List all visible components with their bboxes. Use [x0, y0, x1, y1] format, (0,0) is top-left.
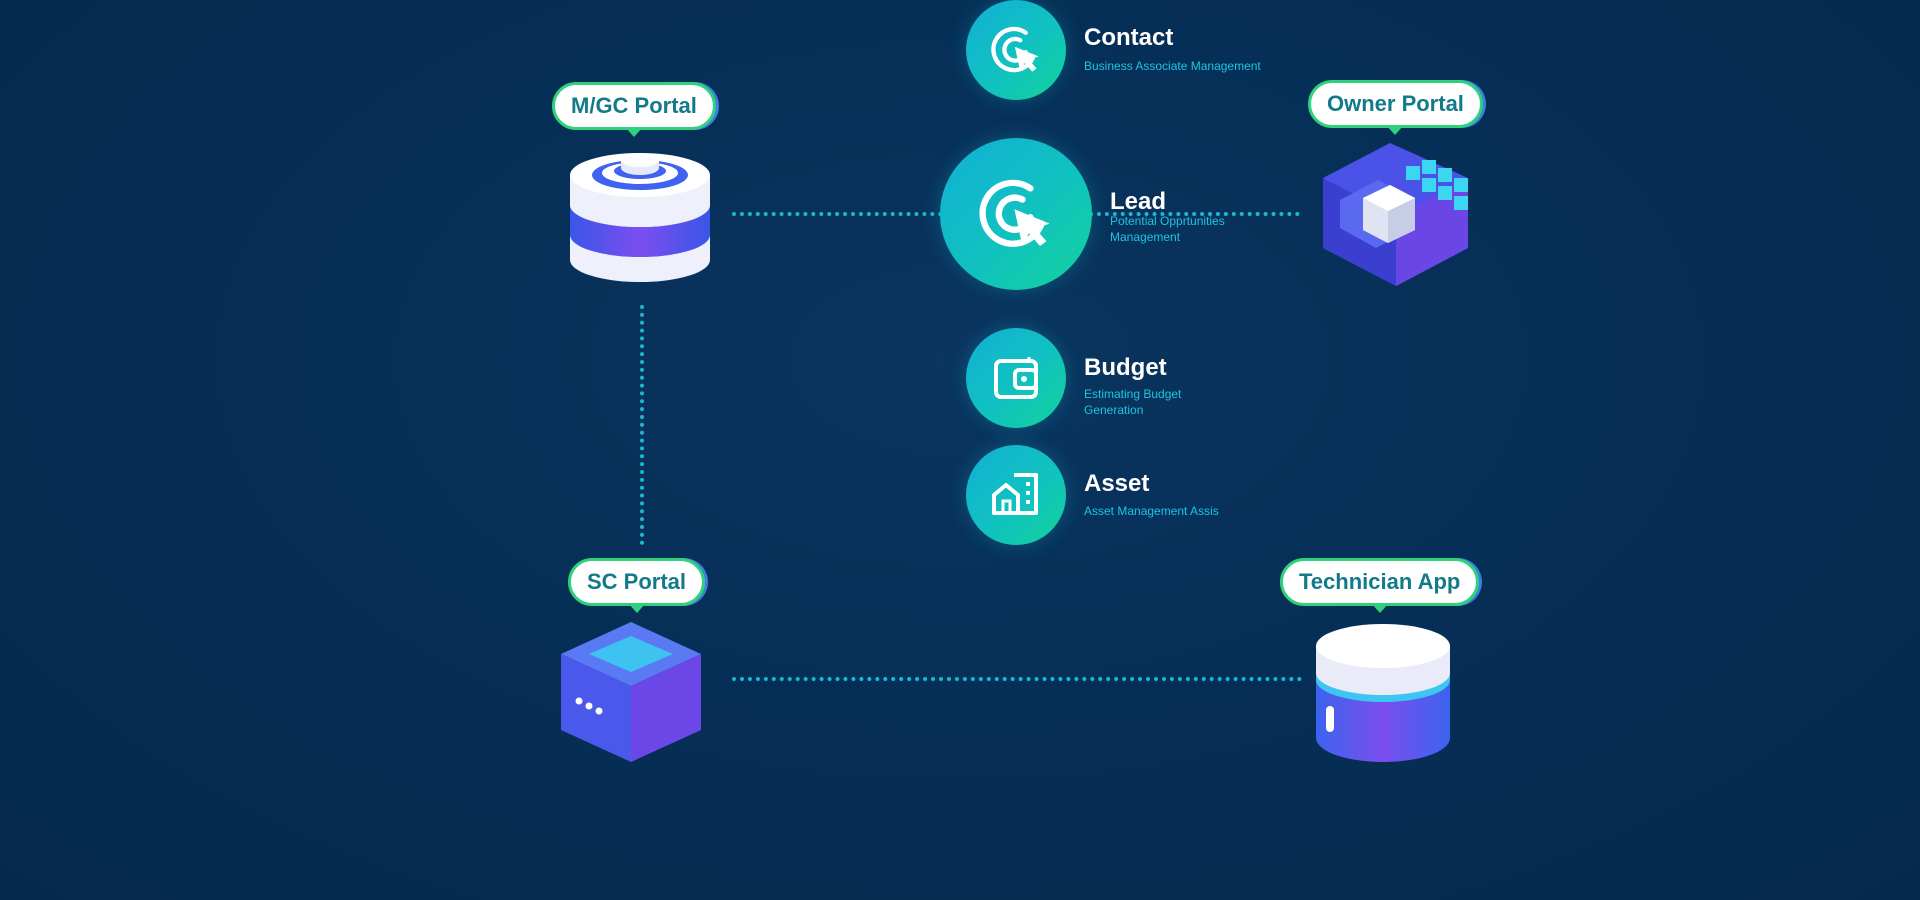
database-icon [565, 140, 715, 290]
owner-portal-label[interactable]: Owner Portal [1308, 80, 1483, 135]
mgc-portal-label[interactable]: M/GC Portal [552, 82, 716, 137]
connector-left [640, 305, 644, 545]
asset-subtitle: Asset Management Assis [1084, 504, 1219, 518]
budget-icon-circle[interactable] [966, 328, 1066, 428]
target-cursor-icon [979, 179, 1050, 247]
lead-icon-circle[interactable] [940, 138, 1092, 290]
target-cursor-icon [991, 26, 1039, 73]
asset-title: Asset [1084, 470, 1150, 497]
sc-portal-label[interactable]: SC Portal [568, 558, 706, 613]
asset-icon-circle[interactable] [966, 445, 1066, 545]
connector-bottom [732, 677, 1302, 681]
contact-icon-circle[interactable] [966, 0, 1066, 100]
contact-title: Contact [1084, 24, 1174, 51]
budget-subtitle: Estimating Budget Generation [1084, 387, 1182, 417]
server-box-icon [557, 618, 705, 766]
budget-title: Budget [1084, 354, 1167, 381]
technician-app-label[interactable]: Technician App [1280, 558, 1480, 613]
wallet-icon [994, 357, 1038, 399]
contact-subtitle: Business Associate Management [1084, 59, 1261, 73]
cylinder-device-icon [1312, 618, 1454, 766]
cube-stack-icon [1318, 138, 1478, 288]
lead-subtitle: Potential Opprtunities Management [1110, 214, 1225, 244]
lead-title: Lead [1110, 188, 1167, 215]
building-icon [992, 473, 1038, 515]
